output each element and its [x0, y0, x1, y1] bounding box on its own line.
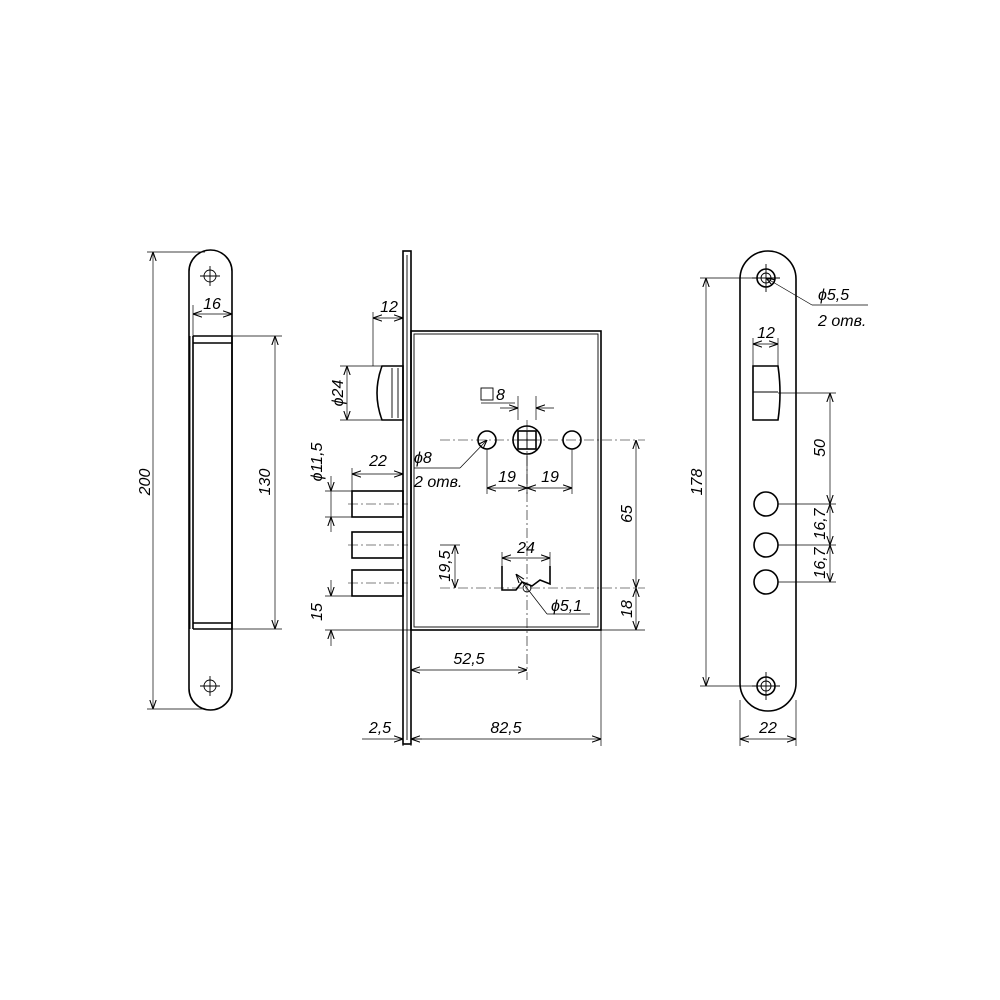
faceplate-outline [739, 250, 797, 712]
dim-bolt-pitch-1-label: 16,7 [812, 507, 829, 539]
dim-screw-dia-label: ϕ5,5 [818, 287, 849, 304]
strike-plate-view: 200 16 130 [137, 249, 282, 711]
dim-backset-total-label: 82,5 [490, 720, 521, 737]
deadbolt-top [348, 490, 408, 518]
faceplate-bolt-hole-1 [753, 491, 779, 517]
dim-hole-dia-label: ϕ8 [414, 450, 432, 467]
latch-bolt [376, 365, 404, 421]
dim-bolt-pitch-2-label: 16,7 [812, 546, 829, 578]
dim-hole-count-label: 2 отв. [413, 474, 462, 491]
dim-bottom-18-label: 18 [619, 600, 636, 618]
dim-keyway-width-label: 24 [516, 540, 535, 557]
dim-latch-to-bolt-label: 50 [812, 439, 829, 457]
faceplate-latch-opening [752, 365, 781, 421]
dim-opening-height-label: 130 [257, 469, 274, 496]
dim-width-label: 16 [203, 296, 221, 313]
dim-spacing-right-label: 19 [541, 469, 559, 486]
strike-plate-outline [188, 249, 233, 711]
dim-latch-width-label: 12 [380, 299, 398, 316]
dim-keyway-offset-label: 19,5 [437, 550, 454, 581]
dim-latch-width-front-label: 12 [757, 325, 775, 342]
dim-latch-dia-label: ϕ24 [330, 380, 347, 407]
dim-plate-width-label: 22 [758, 720, 777, 737]
dim-bottom-15-label: 15 [309, 603, 326, 621]
faceplate-front-view: ϕ5,5 2 отв. 12 178 50 16,7 16,7 22 [689, 250, 868, 746]
dim-total-height-front-label: 178 [689, 469, 706, 496]
dim-screw-count-label: 2 отв. [817, 313, 866, 330]
dim-spacing-left-label: 19 [498, 469, 516, 486]
lock-case [410, 330, 602, 631]
lock-body-view: 8 12 ϕ24 22 ϕ11,5 ϕ8 2 отв. [309, 250, 645, 746]
strike-screw-hole-bottom [200, 676, 220, 696]
dim-bolt-length-label: 22 [368, 453, 387, 470]
faceplate-bolt-hole-3 [753, 569, 779, 595]
dim-keyhole-dia-label: ϕ5,1 [551, 598, 582, 615]
dim-backset-label: 52,5 [453, 651, 484, 668]
dim-vertical-65-label: 65 [619, 505, 636, 523]
dim-plate-thickness-label: 2,5 [368, 720, 391, 737]
dim-bolt-dia-label: ϕ11,5 [309, 442, 326, 481]
dim-total-height-label: 200 [137, 469, 154, 497]
deadbolt-bottom [348, 569, 408, 597]
faceplate-bolt-hole-2 [753, 532, 779, 558]
strike-plate-opening [192, 335, 233, 630]
square-spindle-symbol [480, 387, 494, 401]
strike-screw-hole-top [200, 266, 220, 286]
dim-square-label: 8 [496, 387, 505, 404]
deadbolt-middle [348, 531, 408, 559]
